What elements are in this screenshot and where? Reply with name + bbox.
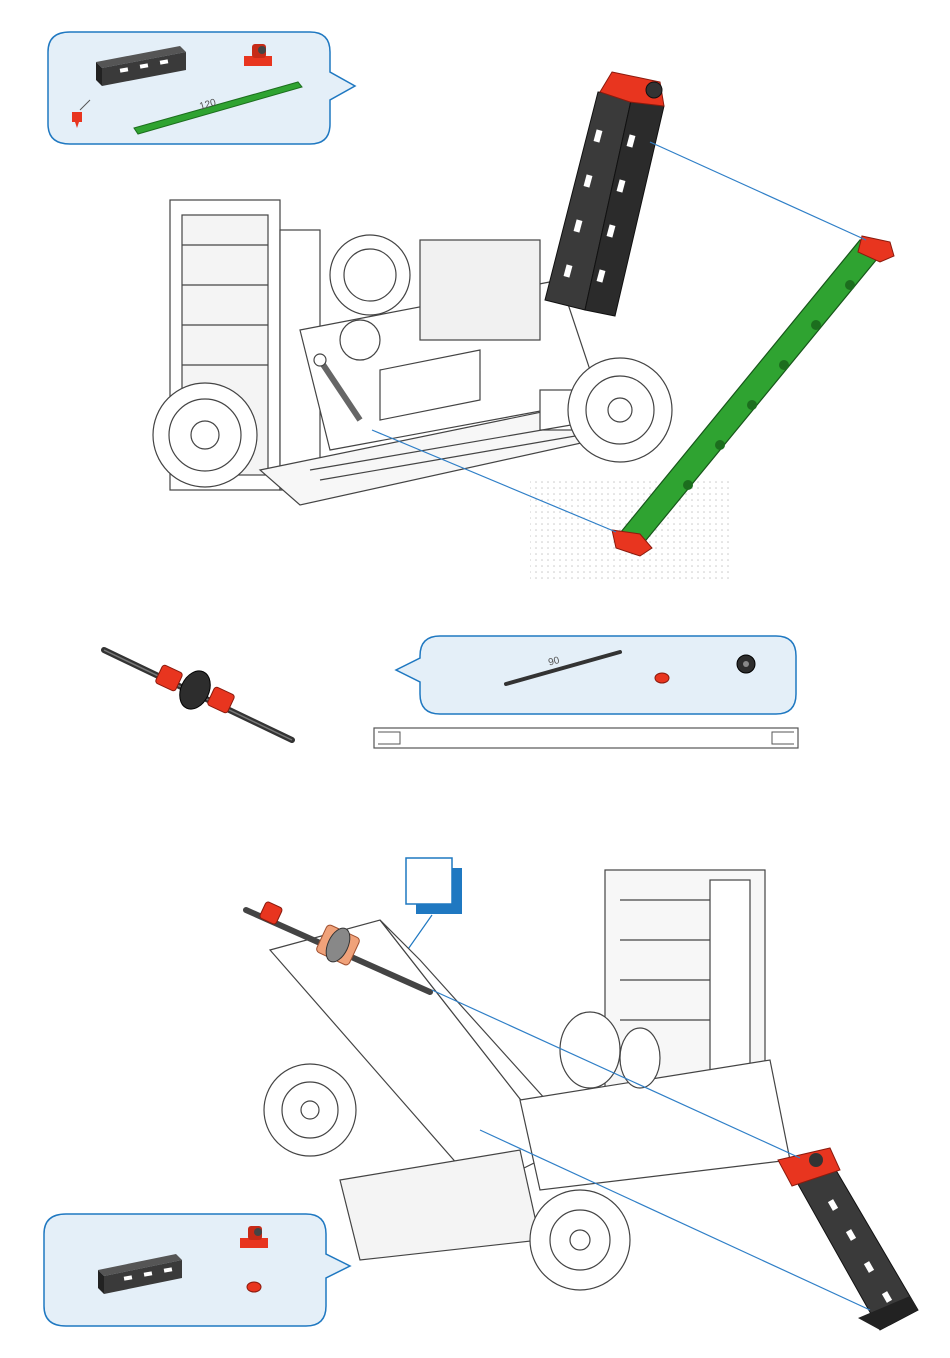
rear-left-wheel — [264, 1064, 356, 1156]
step2-parts-callout: 90 — [396, 636, 796, 714]
step-number-box — [406, 858, 462, 914]
red-clip-ring-icon — [655, 673, 669, 683]
step1-parts-callout: 120 — [48, 32, 355, 144]
step3-black-bracket — [778, 1148, 918, 1330]
axle-length-gauge — [374, 728, 798, 748]
black-upright-part — [545, 72, 664, 316]
front-right-wheel — [568, 358, 672, 462]
red-clip-ring-icon-2 — [247, 1282, 261, 1292]
black-hub-nut-icon — [737, 655, 755, 673]
step2-axle-subassembly — [104, 650, 292, 740]
rear-right-wheel — [530, 1190, 630, 1290]
step3-parts-callout — [44, 1214, 350, 1326]
back-wheel-left — [330, 235, 410, 315]
front-left-wheel — [153, 383, 257, 487]
